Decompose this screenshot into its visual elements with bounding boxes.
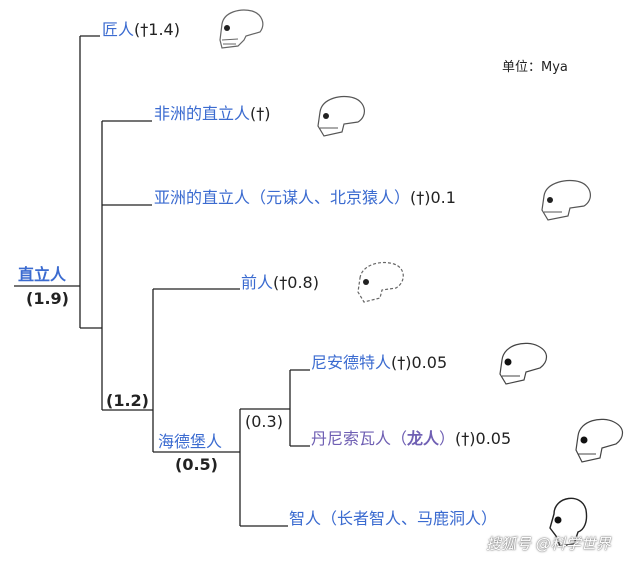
leaf-denisovan: 丹尼索瓦人（龙人）(†)0.05 (311, 429, 511, 449)
leaf-ergaster: 匠人(†1.4) (102, 20, 180, 40)
leaf-name: 尼安德特人 (311, 353, 392, 372)
skull-icon (219, 9, 264, 49)
leaf-suffix: (†)0.05 (391, 353, 448, 372)
heidelberg-name: 海德堡人 (158, 432, 223, 451)
leaf-name-end: ） (439, 429, 456, 448)
root-age: (1.9) (26, 289, 69, 308)
leaf-neanderthal: 尼安德特人(†)0.05 (311, 353, 447, 373)
leaf-name-bold: 龙人 (407, 429, 440, 448)
leaf-antecessor: 前人(†0.8) (241, 273, 319, 293)
leaf-suffix: (†0.8) (273, 273, 319, 292)
leaf-sapiens: 智人（长者智人、马鹿洞人） (289, 509, 497, 529)
leaf-suffix: (†1.4) (134, 20, 180, 39)
leaf-african-erectus: 非洲的直立人(†) (154, 104, 271, 124)
leaf-name: 智人（长者智人、马鹿洞人） (289, 509, 498, 528)
node-age-0-3: (0.3) (245, 412, 283, 431)
leaf-name: 亚洲的直立人（元谋人、北京猿人） (154, 188, 411, 207)
skull-icon (541, 179, 591, 221)
watermark: 搜狐号 @科学世界 (486, 535, 611, 553)
skull-icon (549, 497, 588, 547)
root-name: 直立人 (18, 265, 67, 284)
leaf-suffix: (†)0.05 (455, 429, 512, 448)
skull-icon (575, 418, 624, 463)
unit-label: 单位：Mya (502, 60, 568, 75)
node-age-1-2: (1.2) (106, 391, 149, 410)
skull-icon (499, 342, 548, 385)
leaf-asian-erectus: 亚洲的直立人（元谋人、北京猿人）(†)0.1 (154, 188, 456, 208)
skull-icon (317, 95, 365, 137)
leaf-suffix: (†) (250, 104, 271, 123)
skull-icon (357, 261, 404, 303)
leaf-name: 丹尼索瓦人（ (311, 429, 408, 448)
leaf-name: 匠人 (102, 20, 135, 39)
leaf-suffix: (†)0.1 (410, 188, 456, 207)
heidelberg-age: (0.5) (175, 455, 218, 474)
leaf-name: 非洲的直立人 (154, 104, 251, 123)
leaf-name: 前人 (241, 273, 274, 292)
